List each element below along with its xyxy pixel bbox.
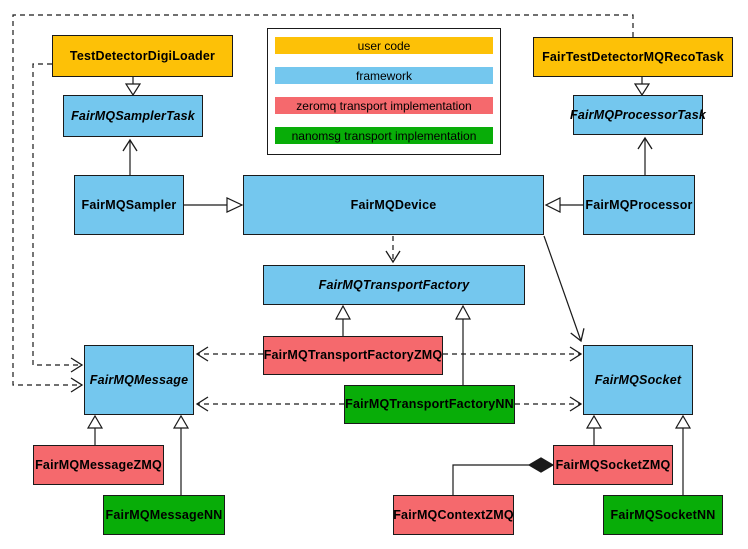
node-fairmqsamplertask: FairMQSamplerTask (63, 95, 203, 137)
node-fairmqtransportfactory: FairMQTransportFactory (263, 265, 525, 305)
node-fairmqprocessor: FairMQProcessor (583, 175, 695, 235)
edge-factorynn-to-factory-inheritance (454, 304, 472, 385)
node-fairmqcontextzmq: FairMQContextZMQ (393, 495, 514, 535)
legend-item-zeromq: zeromq transport implementation (275, 97, 493, 114)
edge-factoryzmq-to-factory-inheritance (334, 304, 352, 336)
node-fairmqsocketnn: FairMQSocketNN (603, 495, 723, 535)
node-fairmqmessagezmq: FairMQMessageZMQ (33, 445, 164, 485)
edge-device-to-socket-association (543, 235, 585, 343)
node-fairmqsampler: FairMQSampler (74, 175, 184, 235)
node-fairmqsocket: FairMQSocket (583, 345, 693, 415)
edge-digiloader-to-samplertask-inheritance (124, 77, 142, 97)
node-fairmqmessagenn: FairMQMessageNN (103, 495, 225, 535)
edge-processor-to-device-inheritance (544, 197, 583, 213)
node-fairmqtransportfactoryzmq: FairMQTransportFactoryZMQ (263, 336, 443, 375)
node-fairmqtransportfactorynn: FairMQTransportFactoryNN (344, 385, 515, 424)
edge-recotask-to-processortask-inheritance (633, 77, 651, 97)
edge-recotask-to-message-dependency (12, 14, 634, 393)
node-fairtestdetectormqrecotask: FairTestDetectorMQRecoTask (533, 37, 733, 77)
legend-item-user-code: user code (275, 37, 493, 54)
node-fairmqdevice: FairMQDevice (243, 175, 544, 235)
node-testdetectordigiloader: TestDetectorDigiLoader (52, 35, 233, 77)
edge-messagezmq-to-message-inheritance (86, 414, 104, 445)
edge-socketzmq-to-socket-inheritance (585, 414, 603, 445)
edge-digiloader-to-message-dependency (32, 63, 84, 373)
edge-contextzmq-to-socketzmq-composition (452, 457, 555, 495)
legend-item-framework: framework (275, 67, 493, 84)
node-fairmqprocessortask: FairMQProcessorTask (570, 95, 706, 135)
node-fairmqsocketzmq: FairMQSocketZMQ (553, 445, 673, 485)
edge-messagenn-to-message-inheritance (172, 414, 190, 495)
edge-sampler-to-device-inheritance (184, 197, 244, 213)
legend-item-nanomsg: nanomsg transport implementation (275, 127, 493, 144)
node-fairmqmessage: FairMQMessage (84, 345, 194, 415)
legend-box: user code framework zeromq transport imp… (267, 28, 501, 155)
edge-socketnn-to-socket-inheritance (674, 414, 692, 495)
